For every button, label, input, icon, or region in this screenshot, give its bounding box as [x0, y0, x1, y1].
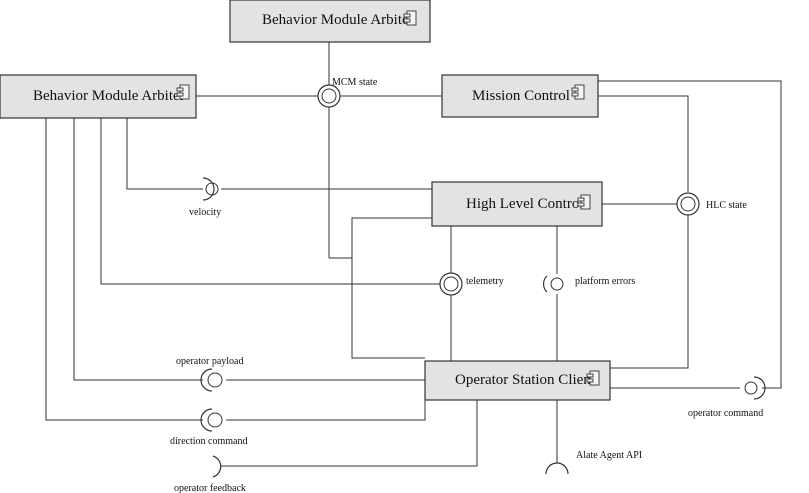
component-box [424, 360, 611, 401]
wire-osc-to-operator-feedback [221, 400, 478, 467]
component-behavior-module-arbiter-top[interactable]: Behavior Module Arbiter [229, 0, 431, 43]
velocity-interface: velocity [189, 177, 221, 218]
telemetry-label: telemetry [466, 276, 504, 287]
component-title: Behavior Module Arbiter [33, 88, 185, 104]
mcm-state-socket [317, 84, 341, 108]
direction-command-ball [207, 412, 223, 428]
hlc-state-interface: HLC state [676, 192, 747, 216]
component-icon [577, 194, 591, 210]
alate-agent-api-label: Alate Agent API [576, 450, 642, 461]
operator-command-interface: operator command [688, 376, 766, 419]
wire-bma-to-velocity [126, 118, 203, 190]
component-title: Mission Control [472, 88, 570, 104]
mcm-state-label: MCM state [332, 77, 378, 88]
hlc-state-socket [676, 192, 700, 216]
component-icon [403, 10, 417, 26]
mcm-state-ball [321, 88, 337, 104]
wire-mission-to-hlc-state [598, 95, 689, 192]
alate-agent-api-interface: Alate Agent API [545, 450, 642, 475]
direction-command-interface: direction command [170, 408, 247, 447]
component-title: Behavior Module Arbiter [262, 12, 414, 28]
component-title: High Level Control [466, 196, 583, 212]
component-high-level-control[interactable]: High Level Control [431, 181, 603, 227]
connector-wires [45, 42, 782, 467]
wire-bma-to-operator-payload [73, 118, 203, 381]
operator-payload-ball [207, 372, 223, 388]
component-box [431, 181, 603, 227]
operator-command-label: operator command [688, 408, 763, 419]
component-behavior-module-arbiter-left[interactable]: Behavior Module Arbiter [0, 74, 197, 119]
platform-errors-interface: platform errors [543, 275, 635, 293]
operator-feedback-socket [212, 455, 222, 478]
velocity-label: velocity [189, 207, 221, 218]
telemetry-ball [443, 276, 459, 292]
operator-feedback-label: operator feedback [174, 483, 246, 493]
component-box [229, 0, 431, 43]
velocity-socket [202, 177, 215, 201]
operator-payload-interface: operator payload [176, 356, 243, 392]
component-operator-station-client[interactable]: Operator Station Client [424, 360, 611, 401]
operator-command-ball [744, 381, 758, 395]
direction-command-label: direction command [170, 436, 247, 447]
wire-direction-command-to-osc [226, 400, 426, 421]
platform-errors-ball [550, 277, 564, 291]
operator-payload-socket [200, 368, 213, 392]
mcm-state-interface: MCM state [317, 77, 378, 108]
operator-payload-label: operator payload [176, 356, 243, 367]
wire-bma-to-telemetry [100, 118, 440, 285]
component-title: Operator Station Client [455, 372, 596, 388]
telemetry-socket [439, 272, 463, 296]
platform-errors-socket [543, 275, 548, 293]
hlc-state-ball [680, 196, 696, 212]
operator-command-socket [753, 376, 766, 400]
wire-bma-to-direction-command [45, 118, 203, 421]
hlc-state-label: HLC state [706, 200, 747, 211]
component-mission-control[interactable]: Mission Control [441, 74, 599, 118]
wire-hlc-state-to-osc [610, 215, 689, 369]
wire-hlc-to-osc-rail [351, 217, 432, 359]
operator-feedback-interface: operator feedback [174, 455, 246, 493]
platform-errors-label: platform errors [575, 276, 635, 287]
velocity-ball [205, 182, 219, 196]
component-icon [176, 84, 190, 100]
alate-agent-api-socket [545, 462, 569, 475]
direction-command-socket [200, 408, 213, 432]
component-box [0, 74, 197, 119]
wire-mission-to-operator-command [598, 80, 782, 389]
component-icon [586, 370, 600, 386]
telemetry-interface: telemetry [439, 272, 504, 296]
component-icon [571, 84, 585, 100]
